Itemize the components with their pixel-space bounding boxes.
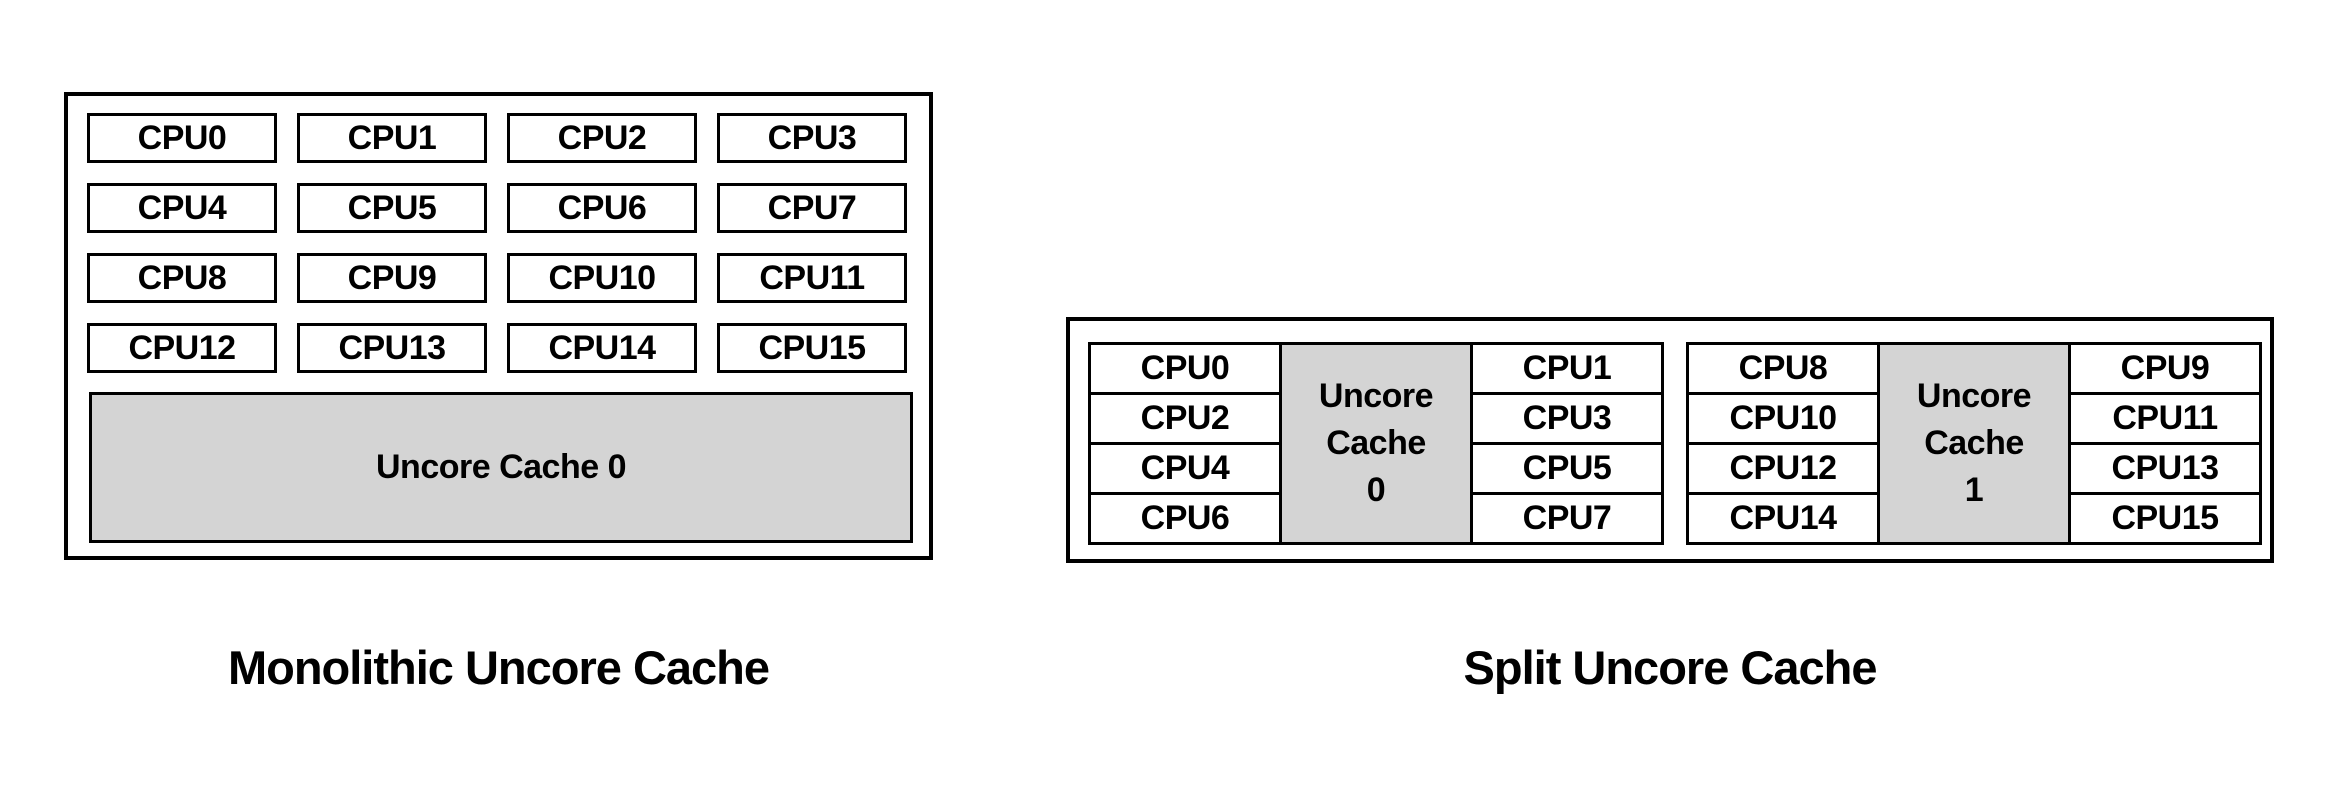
monolithic-diagram: CPU0 CPU1 CPU2 CPU3 CPU4 CPU5 CPU6 CPU7 … [64, 92, 933, 560]
cpu-cell: CPU0 [1088, 342, 1282, 395]
group-row: CPU4 CPU5 [1088, 442, 1664, 495]
cpu-box: CPU14 [507, 323, 697, 373]
cpu-grid: CPU0 CPU1 CPU2 CPU3 CPU4 CPU5 CPU6 CPU7 … [87, 113, 907, 373]
cpu-box: CPU9 [297, 253, 487, 303]
cache-group-1: CPU8 Uncore Cache 1 CPU9 CPU10 CPU11 CPU… [1686, 342, 2262, 545]
cpu-cell: CPU10 [1686, 392, 1880, 445]
split-caption: Split Uncore Cache [1463, 641, 1878, 694]
group-row: CPU2 CPU3 [1088, 392, 1664, 445]
cpu-box: CPU15 [717, 323, 907, 373]
cpu-cell: CPU6 [1088, 492, 1282, 545]
group-row: CPU8 Uncore Cache 1 CPU9 [1686, 342, 2262, 545]
cpu-box: CPU8 [87, 253, 277, 303]
cpu-box: CPU10 [507, 253, 697, 303]
group-row: CPU0 Uncore Cache 0 CPU1 [1088, 342, 1664, 545]
cpu-box: CPU6 [507, 183, 697, 233]
uncore-cache-0-cell: Uncore Cache 0 [1279, 342, 1473, 545]
group-row: CPU12 CPU13 [1686, 442, 2262, 495]
cpu-cell: CPU11 [2068, 392, 2262, 445]
cpu-box: CPU4 [87, 183, 277, 233]
group-row: CPU14 CPU15 [1686, 492, 2262, 545]
cache-label: Uncore Cache 1 [1916, 377, 2032, 509]
cpu-box: CPU7 [717, 183, 907, 233]
monolithic-caption: Monolithic Uncore Cache [227, 641, 770, 694]
cpu-box: CPU12 [87, 323, 277, 373]
cpu-cell: CPU15 [2068, 492, 2262, 545]
uncore-cache-1-cell: Uncore Cache 1 [1877, 342, 2071, 545]
cpu-cell: CPU7 [1470, 492, 1664, 545]
cpu-cell: CPU2 [1088, 392, 1282, 445]
cache-group-0: CPU0 Uncore Cache 0 CPU1 CPU2 CPU3 CPU4 … [1088, 342, 1664, 545]
uncore-cache-0-box: Uncore Cache 0 [89, 392, 913, 543]
cpu-box: CPU2 [507, 113, 697, 163]
cpu-cell: CPU14 [1686, 492, 1880, 545]
cpu-box: CPU5 [297, 183, 487, 233]
cpu-cell: CPU8 [1686, 342, 1880, 395]
cpu-cell: CPU1 [1470, 342, 1664, 395]
cpu-cell: CPU5 [1470, 442, 1664, 495]
cpu-box: CPU1 [297, 113, 487, 163]
split-diagram: CPU0 Uncore Cache 0 CPU1 CPU2 CPU3 CPU4 … [1066, 317, 2274, 563]
cpu-cell: CPU3 [1470, 392, 1664, 445]
cpu-box: CPU0 [87, 113, 277, 163]
cpu-cell: CPU13 [2068, 442, 2262, 495]
group-row: CPU6 CPU7 [1088, 492, 1664, 545]
cache-label: Uncore Cache 0 [1318, 377, 1434, 509]
cpu-box: CPU3 [717, 113, 907, 163]
cpu-cell: CPU9 [2068, 342, 2262, 395]
cpu-box: CPU13 [297, 323, 487, 373]
cpu-cell: CPU12 [1686, 442, 1880, 495]
cpu-cell: CPU4 [1088, 442, 1282, 495]
cpu-box: CPU11 [717, 253, 907, 303]
group-row: CPU10 CPU11 [1686, 392, 2262, 445]
